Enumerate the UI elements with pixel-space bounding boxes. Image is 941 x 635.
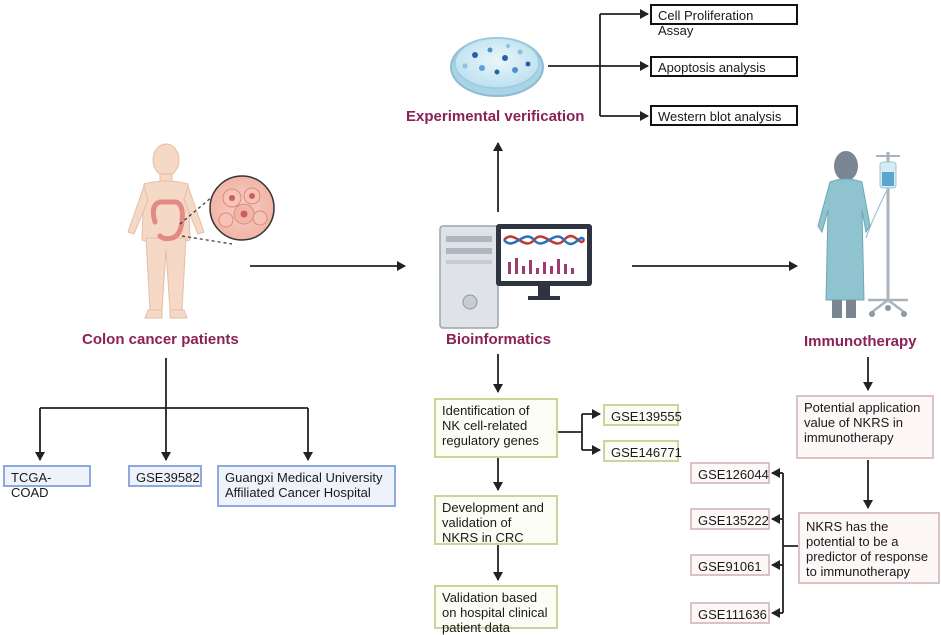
box-gse111636: GSE111636 [690, 602, 770, 624]
petri-dish-illustration [450, 37, 544, 97]
box-tcga-coad: TCGA-COAD [3, 465, 91, 500]
box-cell-proliferation: Cell Proliferation Assay [650, 4, 798, 38]
box-apoptosis: Apoptosis analysis [650, 56, 798, 77]
box-western-blot: Western blot analysis [650, 105, 798, 126]
box-nkrs-predictor: NKRS has the potential to be a predictor… [798, 512, 940, 584]
bio-gse-branch [557, 414, 583, 450]
label-bioinformatics: Bioinformatics [446, 331, 552, 348]
box-gse126044: GSE126044 [690, 462, 770, 484]
label-immunotherapy: Immunotherapy [804, 333, 917, 350]
box-potential-application: Potential application value of NKRS in i… [796, 395, 934, 459]
box-guangxi-hospital: Guangxi Medical University Affiliated Ca… [217, 465, 396, 507]
box-gse135222: GSE135222 [690, 508, 770, 530]
box-validation-hospital: Validation based on hospital clinical pa… [434, 585, 558, 635]
box-gse39582: GSE39582 [128, 465, 202, 487]
experimental-branch [548, 14, 601, 116]
tumor-zoom-icon [179, 175, 275, 245]
label-colon-cancer-patients: Colon cancer patients [82, 331, 239, 348]
immuno-gse-branch [782, 473, 798, 613]
label-experimental-verification: Experimental verification [406, 108, 585, 125]
computer-illustration [439, 224, 592, 329]
box-gse146771: GSE146771 [603, 440, 682, 462]
patient-iv-illustration [817, 151, 908, 318]
human-body-illustration [127, 143, 205, 319]
box-development-nkrs: Development and validation of NKRS in CR… [434, 495, 558, 545]
box-identification-nk-genes: Identification of NK cell-related regula… [434, 398, 558, 458]
box-gse91061: GSE91061 [690, 554, 770, 576]
box-gse139555: GSE139555 [603, 404, 682, 426]
connectors [35, 9, 873, 618]
